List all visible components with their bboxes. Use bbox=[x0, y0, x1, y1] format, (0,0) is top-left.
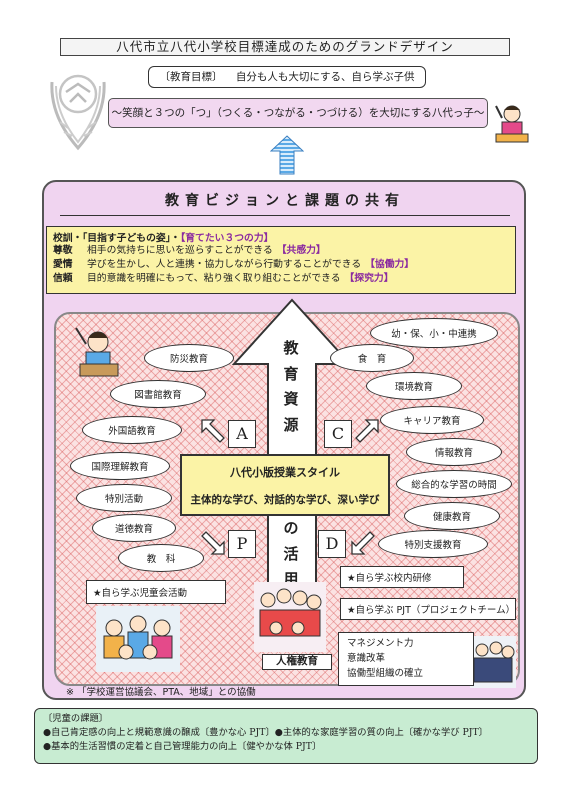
student-issues-box: 〔児童の課題〕 ●自己肯定感の向上と規範意識の醸成〔豊かな心 PJT〕●主体的な… bbox=[34, 708, 538, 764]
motto-row: 信頼 目的意識を明確にもって、粘り強く取り組むことができる 【探究力】 bbox=[53, 272, 509, 286]
children-group-icon bbox=[96, 606, 180, 672]
oval-bousai: 防災教育 bbox=[144, 344, 234, 372]
motto-row: 愛情 学びを生かし、人と連携・協力しながら行動することができる 【協働力】 bbox=[53, 258, 509, 272]
staff-group-icon bbox=[470, 636, 516, 688]
arrow-char: 育 bbox=[283, 364, 299, 383]
lesson-style-box: 八代小版授業スタイル 主体的な学び、対話的な学び、深い学び bbox=[180, 454, 390, 516]
page-title: 八代市立八代小学校目標達成のためのグランドデザイン bbox=[60, 38, 510, 56]
motto-key: 信頼 bbox=[53, 273, 73, 284]
issues-line: ●自己肯定感の向上と規範意識の醸成〔豊かな心 PJT〕●主体的な家庭学習の質の向… bbox=[43, 727, 488, 738]
oval-foreign-language: 外国語教育 bbox=[82, 416, 182, 444]
school-motto-box: 校訓・「目指す子どもの姿」・【育てたい３つの力】 尊敬 相手の気持ちに思いを巡ら… bbox=[46, 226, 516, 294]
vision-heading: 教育ビジョンと課題の共有 bbox=[60, 186, 510, 216]
project-team-label: ★自ら学ぶ PJT（プロジェクトチーム） bbox=[340, 598, 516, 620]
student-council-label: ★自ら学ぶ児童会活動 bbox=[86, 580, 226, 604]
education-goal-text: 自分も人も大切にする、自ら学ぶ子供 bbox=[235, 71, 415, 83]
management-item: 意識改革 bbox=[347, 653, 386, 664]
management-item: 協働型組織の確立 bbox=[347, 668, 424, 679]
school-training-label: ★自ら学ぶ校内研修 bbox=[340, 566, 464, 588]
lesson-style-title: 八代小版授業スタイル bbox=[230, 466, 340, 479]
motto-row: 尊敬 相手の気持ちに思いを巡らすことができる 【共感力】 bbox=[53, 244, 509, 258]
motto-heading-a: 校訓・「目指す子どもの姿」・ bbox=[53, 233, 181, 244]
oval-integrated-study: 総合的な学習の時間 bbox=[396, 470, 512, 498]
children-circle-icon bbox=[254, 582, 326, 652]
oval-career: キャリア教育 bbox=[380, 406, 484, 434]
oval-health: 健康教育 bbox=[404, 502, 500, 530]
education-goal-tag: 〔教育目標〕 bbox=[159, 71, 223, 83]
pdca-c: C bbox=[324, 420, 352, 448]
motto-skill: 【協働力】 bbox=[365, 259, 415, 270]
oval-international: 国際理解教育 bbox=[70, 452, 170, 480]
school-crest-icon bbox=[46, 64, 110, 154]
issues-line: ●基本的生活習慣の定着と自己管理能力の向上〔健やかな体 PJT〕 bbox=[43, 741, 322, 752]
motto-key: 尊敬 bbox=[53, 245, 73, 256]
cheering-child-icon bbox=[488, 96, 536, 144]
motto-text: 目的意識を明確にもって、粘り強く取り組むことができる bbox=[87, 273, 341, 284]
slogan: ～笑顔と３つの「つ」（つくる・つながる・つづける）を大切にする八代っ子～ bbox=[108, 98, 488, 128]
arrow-char: 活 bbox=[283, 544, 299, 563]
oval-library: 図書館教育 bbox=[110, 380, 206, 408]
oval-subjects: 教 科 bbox=[118, 544, 204, 572]
oval-special-support: 特別支援教育 bbox=[378, 530, 488, 558]
oval-information: 情報教育 bbox=[406, 438, 502, 466]
motto-heading: 校訓・「目指す子どもの姿」・【育てたい３つの力】 bbox=[53, 230, 509, 244]
motto-key: 愛情 bbox=[53, 259, 73, 270]
issues-heading: 〔児童の課題〕 bbox=[43, 713, 109, 724]
oval-environment: 環境教育 bbox=[366, 372, 462, 400]
arrow-up-right-icon bbox=[354, 418, 380, 444]
motto-skill: 【共感力】 bbox=[276, 245, 326, 256]
motto-heading-b: 【育てたい３つの力】 bbox=[180, 233, 274, 244]
arrow-down-right-icon bbox=[200, 530, 226, 556]
teacher-icon bbox=[70, 322, 126, 378]
human-rights-education: 人権教育 bbox=[262, 654, 332, 670]
oval-special-activities: 特別活動 bbox=[76, 484, 172, 512]
motto-text: 相手の気持ちに思いを巡らすことができる bbox=[87, 245, 273, 256]
lesson-style-subtitle: 主体的な学び、対話的な学び、深い学び bbox=[190, 494, 380, 506]
education-resource-label: 教 育 資 源 の 活 用 bbox=[276, 336, 306, 596]
arrow-down-left-icon bbox=[350, 530, 376, 556]
motto-skill: 【探究力】 bbox=[344, 273, 394, 284]
pdca-d: D bbox=[318, 530, 346, 558]
pdca-a: A bbox=[228, 420, 256, 448]
management-box: マネジメント力 意識改革 協働型組織の確立 bbox=[338, 632, 474, 686]
arrow-char: の bbox=[283, 519, 299, 537]
management-item: マネジメント力 bbox=[347, 638, 414, 649]
arrow-char: 資 bbox=[283, 390, 299, 408]
arrow-char: 教 bbox=[283, 339, 299, 357]
oval-kindergarten-link: 幼・保、小・中連携 bbox=[370, 318, 498, 348]
arrow-up-left-icon bbox=[200, 418, 226, 444]
oval-shokuiku: 食 育 bbox=[330, 344, 414, 372]
motto-text: 学びを生かし、人と連携・協力しながら行動することができる bbox=[87, 259, 362, 270]
up-arrow-icon bbox=[269, 135, 305, 175]
collaboration-note: ※ 「学校運営協議会、PTA、地域」との協働 bbox=[66, 687, 256, 698]
pdca-p: P bbox=[228, 530, 256, 558]
arrow-char: 源 bbox=[283, 415, 299, 434]
education-goal: 〔教育目標〕 自分も人も大切にする、自ら学ぶ子供 bbox=[148, 66, 426, 88]
oval-moral: 道徳教育 bbox=[92, 514, 176, 542]
